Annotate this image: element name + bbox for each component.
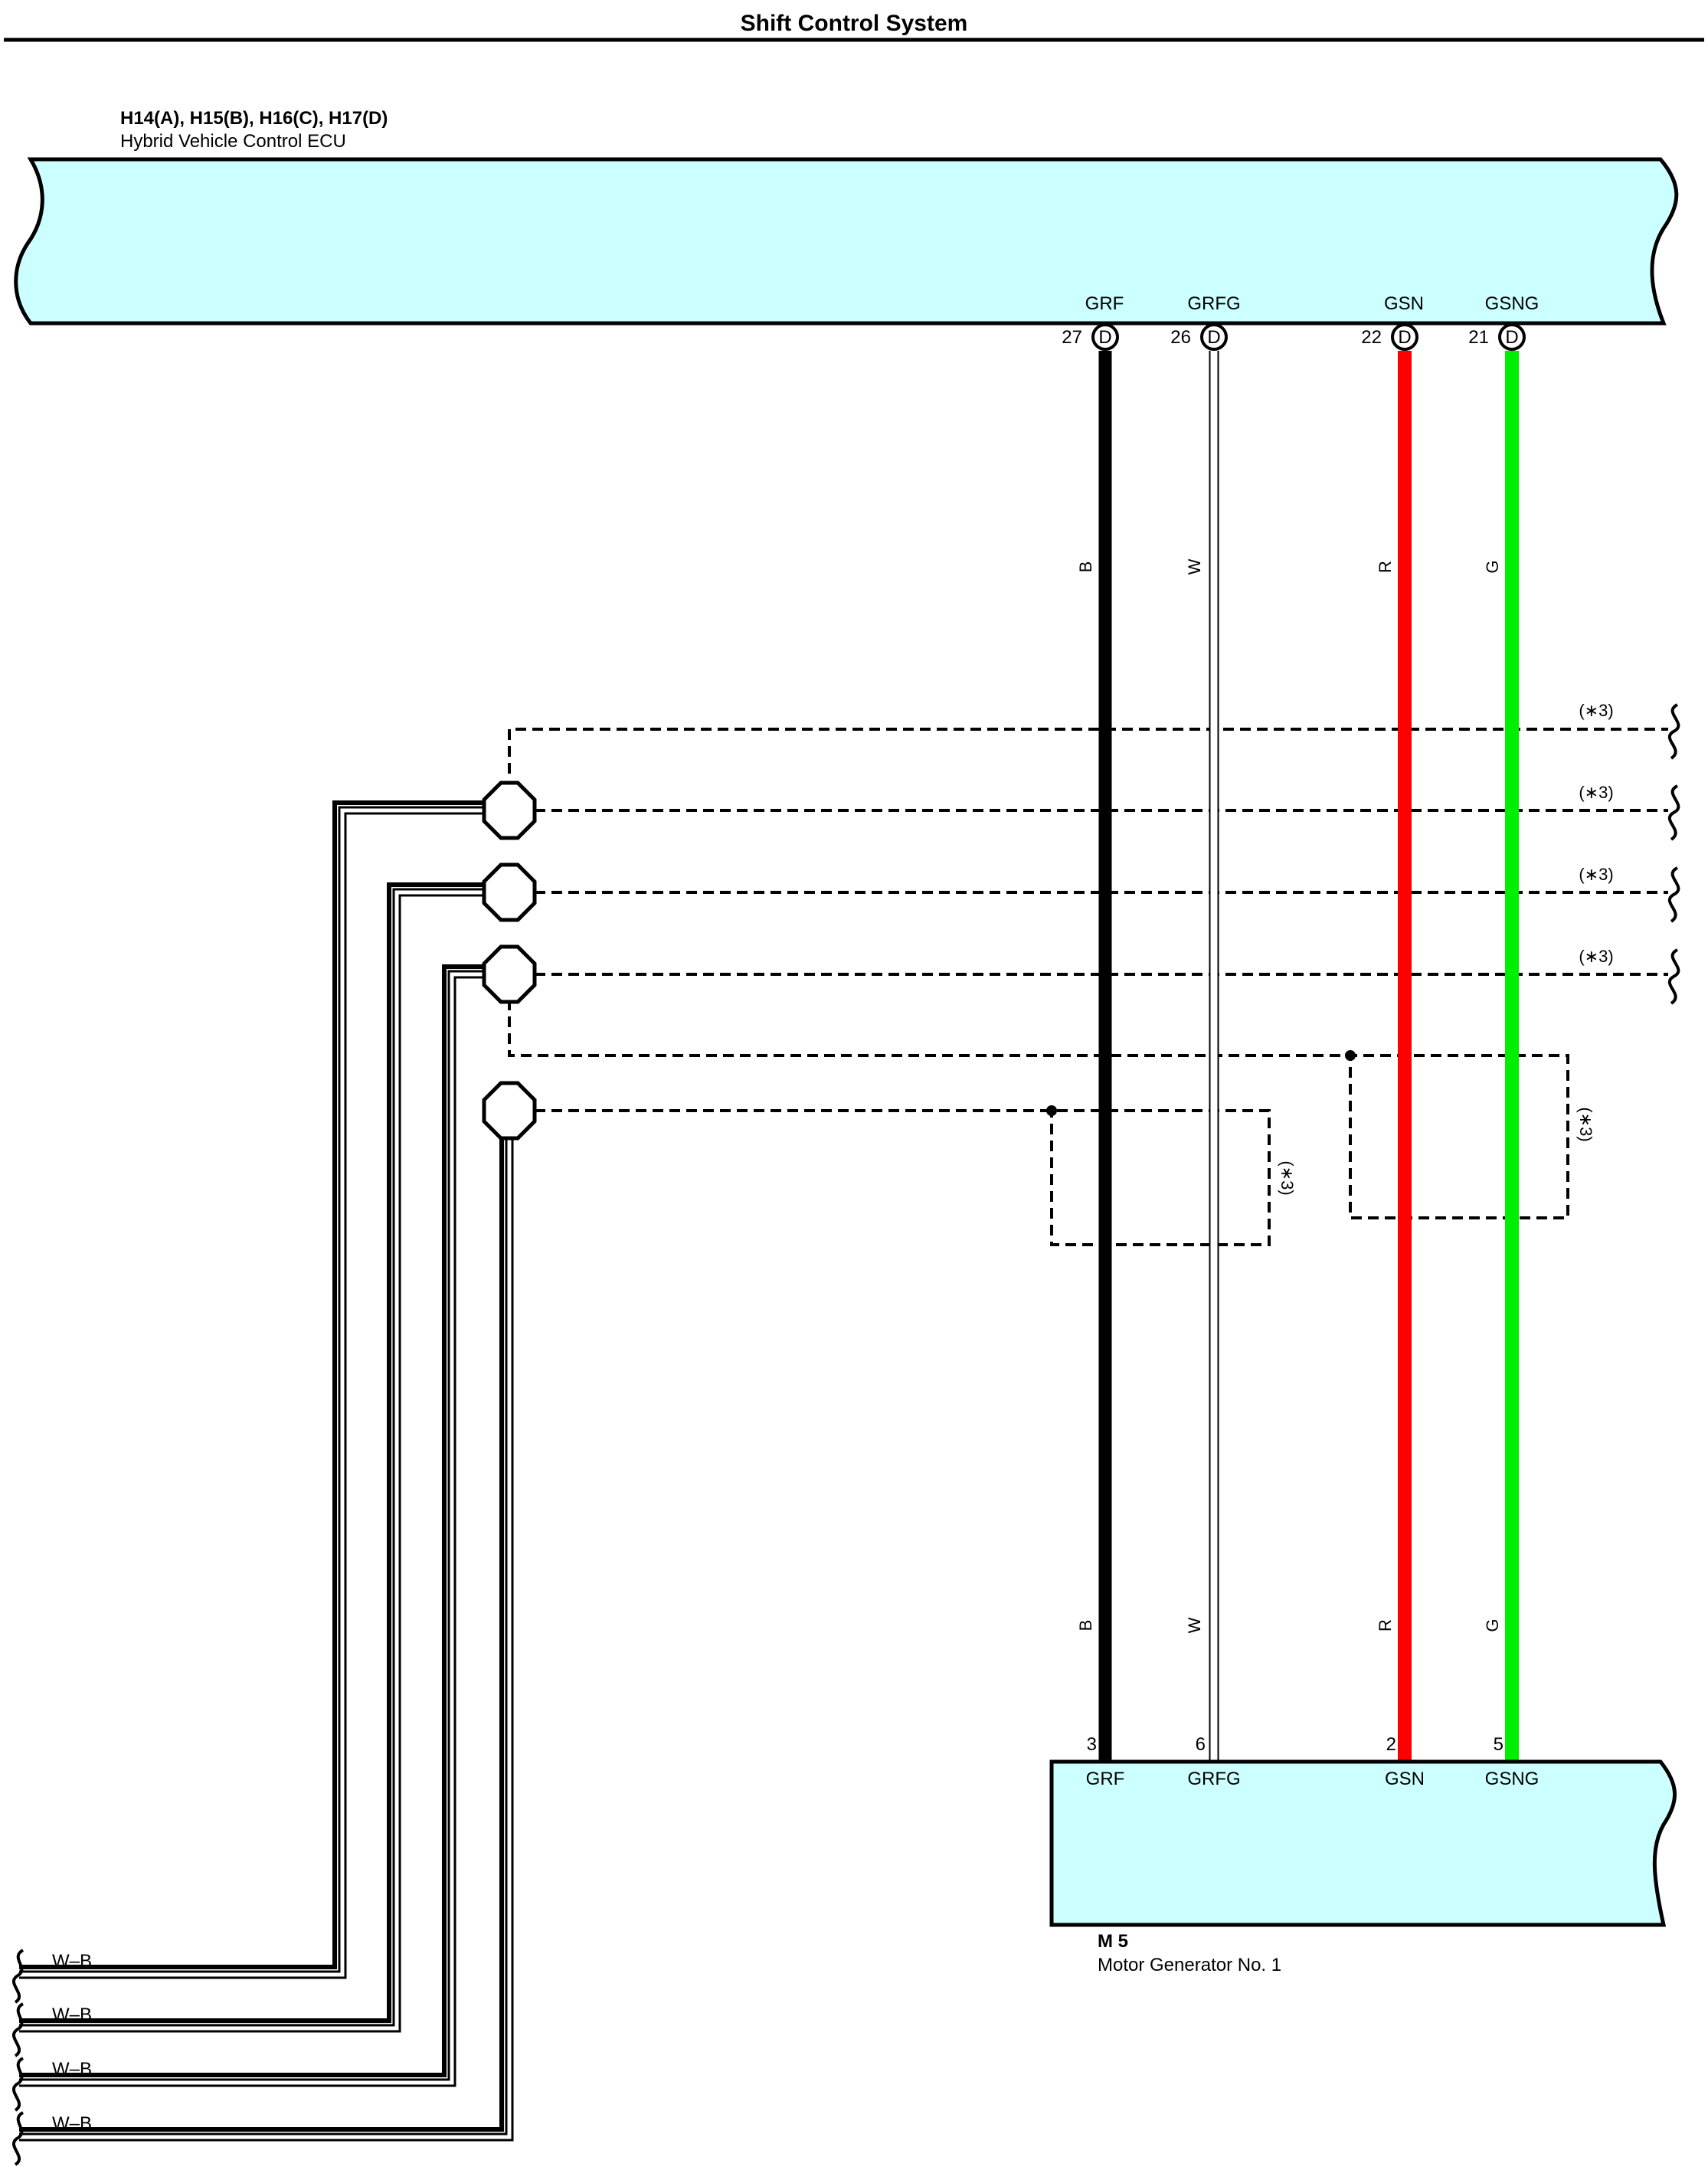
break-marks-left <box>11 1949 25 2166</box>
ecu-pin: D 26 <box>1170 323 1228 351</box>
octagon-connector <box>482 1081 537 1141</box>
octagon-connector <box>482 944 537 1004</box>
ecu-terminal-signal: GSNG <box>1485 293 1539 314</box>
motor-terminal-signal: GSN <box>1385 1769 1425 1789</box>
ecu-pin-connector: D <box>1505 327 1518 348</box>
shield-line <box>508 728 1668 774</box>
ecu-pin-number: 27 <box>1062 327 1082 348</box>
ecu-pin: D 22 <box>1361 323 1418 351</box>
ground-wire-label: W–B <box>52 2113 92 2134</box>
ground-wire-core <box>19 808 486 1977</box>
shield-note: (∗3) <box>1579 865 1613 884</box>
ecu-pin-connector: D <box>1098 327 1111 348</box>
wire-color-label: B <box>1076 561 1095 573</box>
page-title: Shift Control System <box>741 11 968 36</box>
motor-terminal-signal: GSNG <box>1485 1769 1539 1789</box>
ground-wire-label: W–B <box>52 2059 92 2080</box>
motor-pin-number: 2 <box>1386 1734 1396 1755</box>
wire-color-label: W <box>1185 558 1204 574</box>
break-marks-right <box>1667 703 1680 1005</box>
ecu-pin-number: 26 <box>1170 327 1191 348</box>
wire-color-label: G <box>1483 560 1502 573</box>
shield-note: (∗3) <box>1579 783 1613 802</box>
ground-wire-core <box>19 890 486 2031</box>
ground-wire-bold <box>19 800 504 2132</box>
shield-lines <box>508 728 1668 1246</box>
ecu-name: Hybrid Vehicle Control ECU <box>120 131 346 152</box>
ecu-pin-connector: D <box>1207 327 1220 348</box>
ecu-block <box>14 157 1679 326</box>
shield-connectors <box>482 781 537 1141</box>
ground-wire-label: W–B <box>52 2005 92 2025</box>
ground-wire-core <box>19 972 486 2085</box>
ecu-pin-connector: D <box>1398 327 1411 348</box>
ground-wire <box>19 806 486 1979</box>
ecu-pin: D 27 <box>1062 323 1119 351</box>
shield-junction <box>1345 1050 1356 1061</box>
wire-color-label: G <box>1483 1618 1502 1632</box>
ecu-pin-number: 22 <box>1361 327 1382 348</box>
motor-terminal-signal: GRFG <box>1187 1769 1240 1789</box>
motor-connector-id: M 5 <box>1098 1931 1128 1952</box>
shield-line <box>508 1000 1569 1219</box>
ecu-pin-number: 21 <box>1468 327 1489 348</box>
motor-pin-number: 5 <box>1494 1734 1503 1755</box>
octagon-connector <box>482 781 537 840</box>
wire-color-label: B <box>1076 1620 1095 1632</box>
shield-line <box>535 1109 1271 1246</box>
ecu-connector-ids: H14(A), H15(B), H16(C), H17(D) <box>120 108 388 129</box>
motor-generator-block <box>1049 1759 1677 1927</box>
ground-wires <box>19 806 514 2142</box>
ecu-terminal-signal: GSN <box>1384 293 1424 314</box>
ground-wire <box>19 970 486 2087</box>
ground-wire <box>19 888 486 2033</box>
octagon-connector <box>482 862 537 922</box>
shield-note: (∗3) <box>1576 1107 1595 1141</box>
ecu-pin: D 21 <box>1468 323 1526 351</box>
wire-color-label: W <box>1185 1617 1204 1633</box>
shield-note: (∗3) <box>1579 947 1613 966</box>
ecu-terminal-signal: GRF <box>1085 293 1124 314</box>
motor-pin-number: 6 <box>1196 1734 1206 1755</box>
ground-wire-core <box>19 1137 512 2139</box>
motor-pin-number: 3 <box>1087 1734 1097 1755</box>
shield-note: (∗3) <box>1278 1160 1297 1195</box>
ground-wire <box>19 1137 514 2142</box>
motor-terminal-signal: GRF <box>1086 1769 1125 1789</box>
shield-note: (∗3) <box>1579 701 1613 720</box>
ground-wire-label: W–B <box>52 1951 92 1972</box>
motor-name: Motor Generator No. 1 <box>1098 1955 1281 1975</box>
wire-color-label: R <box>1376 1619 1395 1632</box>
shield-junction <box>1046 1105 1057 1116</box>
ecu-terminal-signal: GRFG <box>1187 293 1240 314</box>
wire-color-label: R <box>1376 561 1395 573</box>
